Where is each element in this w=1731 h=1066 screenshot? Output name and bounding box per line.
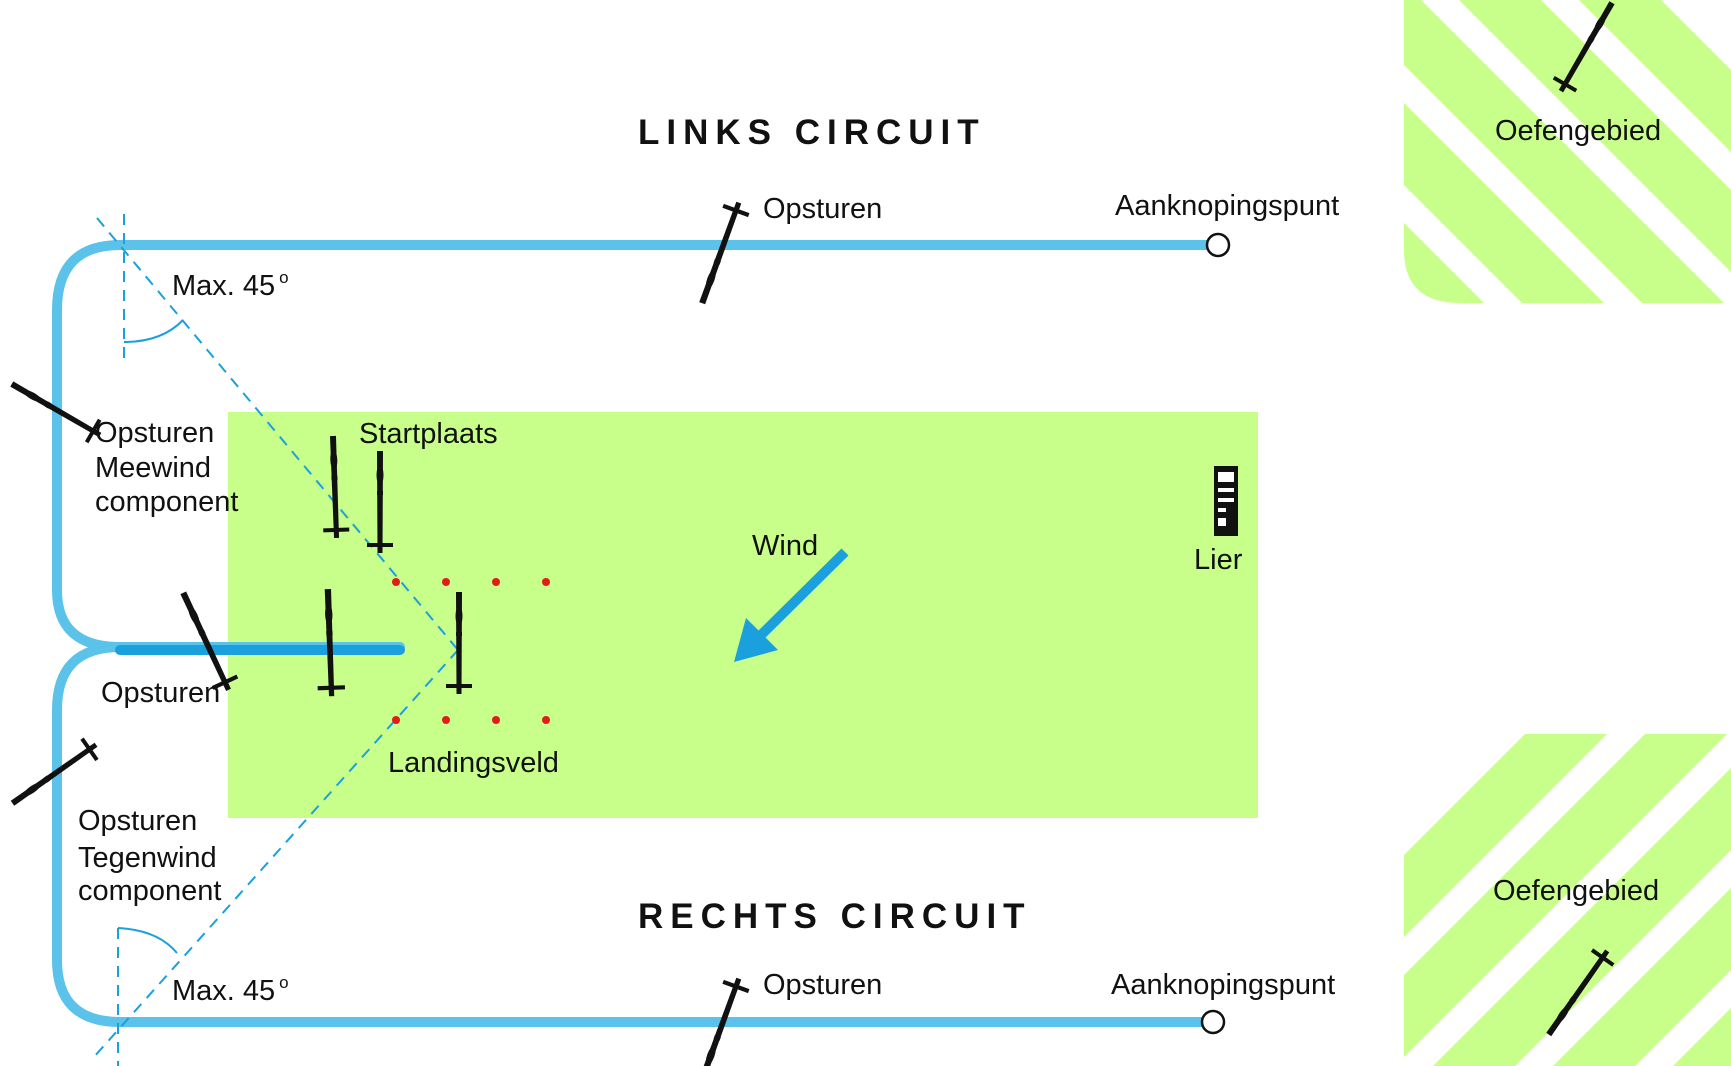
label-steer-head-3: component [78,875,222,907]
label-steer-head-2: Tegenwind [78,842,217,874]
label-practice-area-top: Oefengebied [1495,115,1661,147]
landing-markers [392,578,550,724]
label-landing-field: Landingsveld [388,747,559,779]
title-left-circuit: LINKS CIRCUIT [638,113,986,152]
label-steer-tail-3: component [95,486,239,518]
angle-arc-bottom [117,927,178,954]
junction-circle-top [1205,232,1231,258]
practice-area-top [1404,0,1731,303]
title-right-circuit: RECHTS CIRCUIT [638,897,1032,936]
label-steer-head-1: Opsturen [78,805,197,837]
label-wind: Wind [752,530,818,562]
winch-icon [1214,466,1238,536]
practice-area-bottom [1404,734,1731,1066]
label-steer-tail-1: Opsturen [95,417,214,449]
airfield [228,412,1258,818]
label-junction-top: Aanknopingspunt [1115,190,1339,222]
glider-icon [689,197,752,308]
label-steer-top: Opsturen [763,193,882,225]
label-winch: Lier [1194,544,1243,576]
label-launch-point: Startplaats [359,418,498,450]
label-junction-bottom: Aanknopingspunt [1111,969,1335,1001]
label-steer-bottom: Opsturen [763,969,882,1001]
circuit-paths [52,239,1216,1028]
label-practice-area-bottom: Oefengebied [1493,875,1659,907]
angle-arc-top [123,319,184,343]
label-steer-final: Opsturen [101,677,220,709]
junction-circle-bottom [1200,1009,1226,1035]
angle-guides [92,214,459,1066]
wind-arrow-icon [734,548,849,662]
label-steer-tail-2: Meewind [95,452,211,484]
